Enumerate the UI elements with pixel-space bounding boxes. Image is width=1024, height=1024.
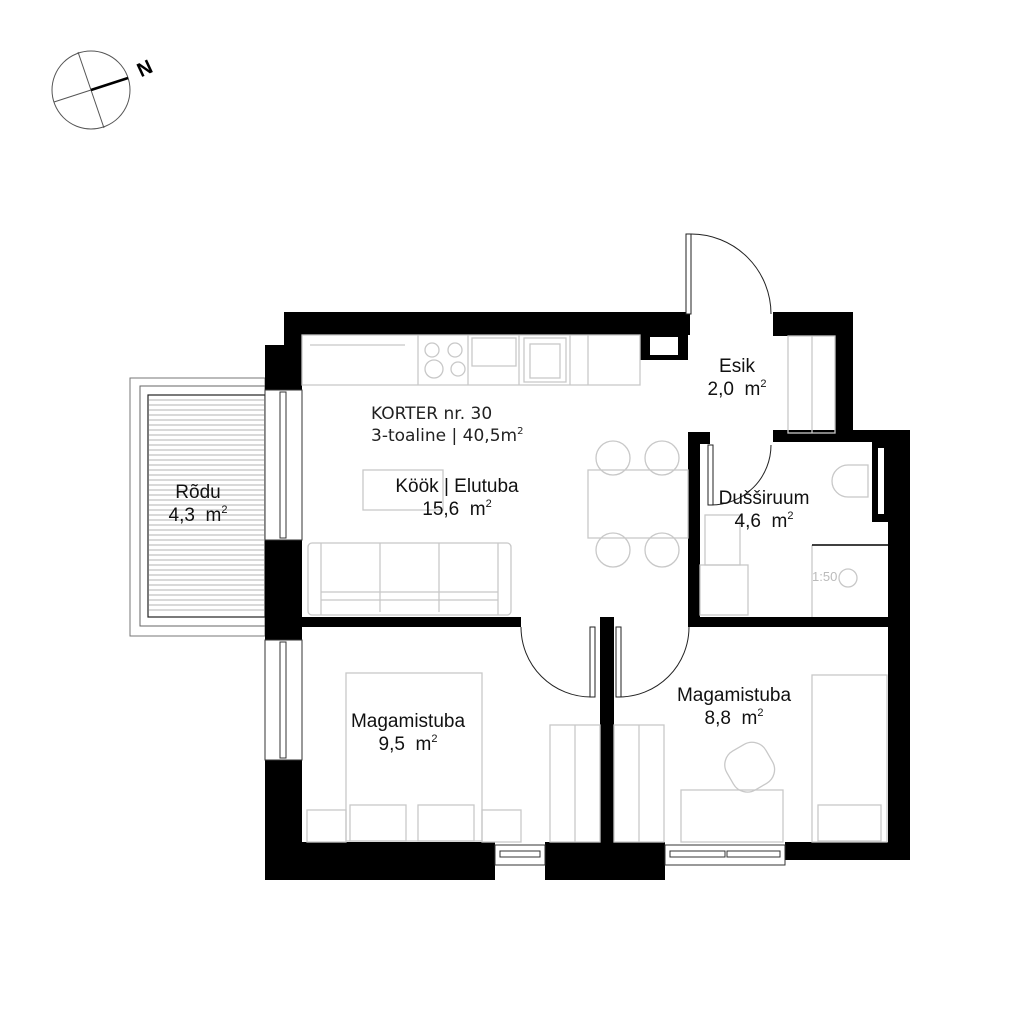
windows <box>264 389 786 866</box>
room-label-balcony: Rõdu 4,3 m2 <box>168 482 228 526</box>
room-label-bedroom-1: Magamistuba 9,5 m2 <box>350 711 466 755</box>
apartment-summary: 3-toaline | 40,5m2 <box>371 426 524 446</box>
room-label-entrance: Esik 2,0 m2 <box>707 356 767 400</box>
apartment-info: KORTER nr. 30 3-toaline | 40,5m2 <box>371 403 523 447</box>
balcony-drawing <box>129 377 266 637</box>
furniture <box>301 334 888 843</box>
room-label-shower-room: Dušširuum 4,6 m2 <box>718 488 810 532</box>
doors <box>520 233 772 698</box>
walls <box>265 312 910 880</box>
scale-hint: 1:50 <box>812 569 838 584</box>
room-label-bedroom-2: Magamistuba 8,8 m2 <box>676 685 792 729</box>
compass-icon <box>51 50 131 130</box>
apartment-title: KORTER nr. 30 <box>371 404 493 424</box>
room-label-kitchen-living: Köök | Elutuba 15,6 m2 <box>395 476 519 520</box>
